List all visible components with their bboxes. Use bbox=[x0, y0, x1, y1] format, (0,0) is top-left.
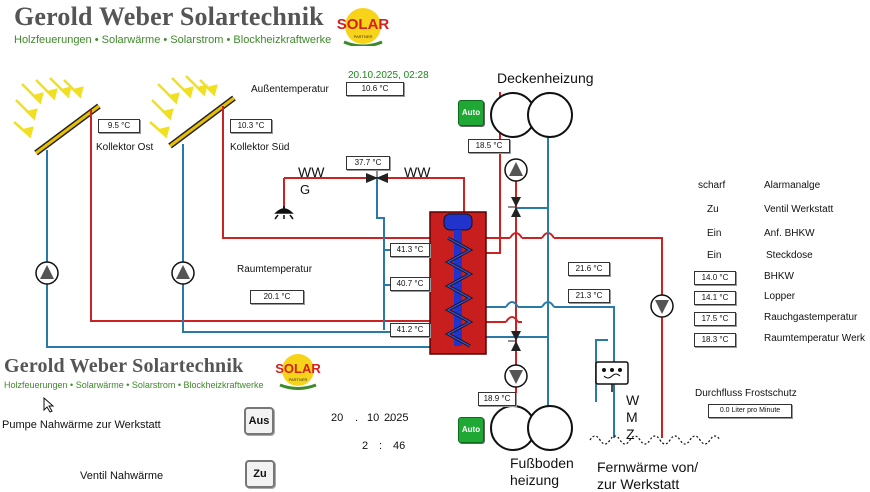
status-state: Ein bbox=[707, 250, 722, 261]
flow-temp-value: 21.6 °C bbox=[568, 262, 610, 276]
bhkw-temp-value: 14.0 °C bbox=[694, 271, 736, 285]
flue-gas-temp-label: Rauchgastemperatur bbox=[764, 312, 858, 323]
heat-meter-icon bbox=[595, 361, 629, 392]
valve-closed-button[interactable]: Zu bbox=[245, 460, 275, 488]
collector-east-label: Kollektor Ost bbox=[96, 142, 154, 153]
mouse-cursor-icon bbox=[43, 397, 55, 413]
collector-east-value: 9.5 °C bbox=[98, 119, 140, 133]
date-year: 2025 bbox=[384, 412, 409, 424]
return-temp-value: 21.3 °C bbox=[568, 289, 610, 303]
wmz-letter-w: W bbox=[626, 392, 640, 408]
tank-top-value: 41.3 °C bbox=[390, 243, 430, 257]
flue-gas-temp-value: 17.5 °C bbox=[694, 312, 736, 326]
lopper-temp-value: 14.1 °C bbox=[694, 291, 736, 305]
solar-partner-logo: SOLAR PARTNER bbox=[332, 4, 394, 48]
tank-bottom-value: 41.2 °C bbox=[390, 323, 430, 337]
time-sep: : bbox=[379, 440, 383, 452]
valve-label: Ventil Nahwärme bbox=[80, 470, 164, 482]
heat-exchanger-icon bbox=[490, 405, 573, 451]
floor-temp-value: 18.9 °C bbox=[478, 392, 516, 406]
tank-mid-value: 40.7 °C bbox=[390, 277, 430, 291]
status-name: Steckdose bbox=[766, 250, 813, 261]
collector-south-value: 10.3 °C bbox=[230, 119, 272, 133]
frost-flow-value: 0.0 Liter pro Minute bbox=[708, 404, 792, 418]
wmz-letter-m: M bbox=[626, 409, 638, 425]
lopper-temp-label: Lopper bbox=[764, 291, 796, 302]
pump-icon bbox=[504, 364, 528, 388]
solar-partner-logo: SOLAR PARTNER bbox=[270, 350, 326, 390]
company-tagline: Holzfeuerungen • Solarwärme • Solarstrom… bbox=[14, 34, 332, 46]
valve-icon bbox=[508, 197, 521, 217]
district-heating-label-1: Fernwärme von/ bbox=[597, 459, 699, 475]
shower-icon bbox=[274, 206, 294, 220]
ceiling-temp-value: 18.5 °C bbox=[468, 139, 510, 153]
status-name: Anf. BHKW bbox=[764, 228, 815, 239]
ceiling-auto-button[interactable]: Auto bbox=[458, 100, 484, 126]
sun-rays-icon bbox=[13, 77, 84, 139]
company-name: Gerold Weber Solartechnik bbox=[14, 2, 324, 31]
floor-heating-label-1: Fußboden bbox=[510, 455, 574, 471]
heat-exchanger-icon bbox=[490, 92, 573, 138]
status-state: scharf bbox=[698, 180, 726, 191]
pump-icon bbox=[171, 261, 195, 285]
ww-left-sub: G bbox=[300, 182, 311, 197]
district-heating-label-2: zur Werkstatt bbox=[597, 476, 680, 492]
status-state: Ein bbox=[707, 228, 722, 239]
date-sep: . bbox=[389, 412, 393, 424]
status-name: Alarmanalge bbox=[764, 180, 821, 191]
pump-label: Pumpe Nahwärme zur Werkstatt bbox=[2, 419, 161, 431]
svg-text:PARTNER: PARTNER bbox=[289, 377, 308, 382]
date-sep: . bbox=[355, 412, 359, 424]
svg-text:SOLAR: SOLAR bbox=[337, 16, 390, 33]
ww-right-label: WW bbox=[404, 164, 431, 180]
wmz-letter-z: Z bbox=[626, 426, 635, 442]
workshop-room-temp-label: Raumtemperatur Werk bbox=[764, 333, 865, 344]
date-day: 20 bbox=[331, 412, 344, 424]
date-month: 10 bbox=[367, 412, 380, 424]
outside-temp-value: 10.6 °C bbox=[346, 82, 404, 96]
status-name: Ventil Werkstatt bbox=[764, 204, 834, 215]
collector-south-label: Kollektor Süd bbox=[230, 142, 290, 153]
sun-rays-icon bbox=[149, 75, 218, 139]
valve-icon bbox=[366, 170, 388, 183]
frost-flow-label: Durchfluss Frostschutz bbox=[695, 388, 797, 399]
workshop-room-temp-value: 18.3 °C bbox=[694, 333, 736, 347]
floor-auto-button[interactable]: Auto bbox=[458, 417, 484, 443]
svg-text:PARTNER: PARTNER bbox=[354, 34, 373, 39]
time-hour: 2 bbox=[362, 440, 369, 452]
room-temp-value: 20.1 °C bbox=[250, 290, 304, 304]
pump-icon bbox=[650, 294, 674, 318]
datetime: 20.10.2025, 02:28 bbox=[348, 70, 429, 81]
ceiling-heating-label: Deckenheizung bbox=[497, 70, 594, 86]
valve-icon bbox=[508, 331, 521, 351]
ww-left-label: WW bbox=[298, 164, 325, 180]
ww-temp-value: 37.7 °C bbox=[346, 156, 390, 170]
outside-temp-label: Außentemperatur bbox=[251, 84, 329, 95]
svg-text:SOLAR: SOLAR bbox=[275, 361, 321, 376]
company-name: Gerold Weber Solartechnik bbox=[4, 355, 244, 377]
floor-heating-label-2: heizung bbox=[510, 472, 560, 488]
pump-icon bbox=[504, 158, 528, 182]
bhkw-temp-label: BHKW bbox=[764, 271, 794, 282]
company-tagline: Holzfeuerungen • Solarwärme • Solarstrom… bbox=[4, 380, 264, 390]
status-state: Zu bbox=[707, 204, 719, 215]
pump-icon bbox=[35, 261, 59, 285]
room-temp-label: Raumtemperatur bbox=[237, 264, 313, 275]
time-minute: 46 bbox=[393, 440, 406, 452]
pump-off-button[interactable]: Aus bbox=[244, 407, 274, 435]
